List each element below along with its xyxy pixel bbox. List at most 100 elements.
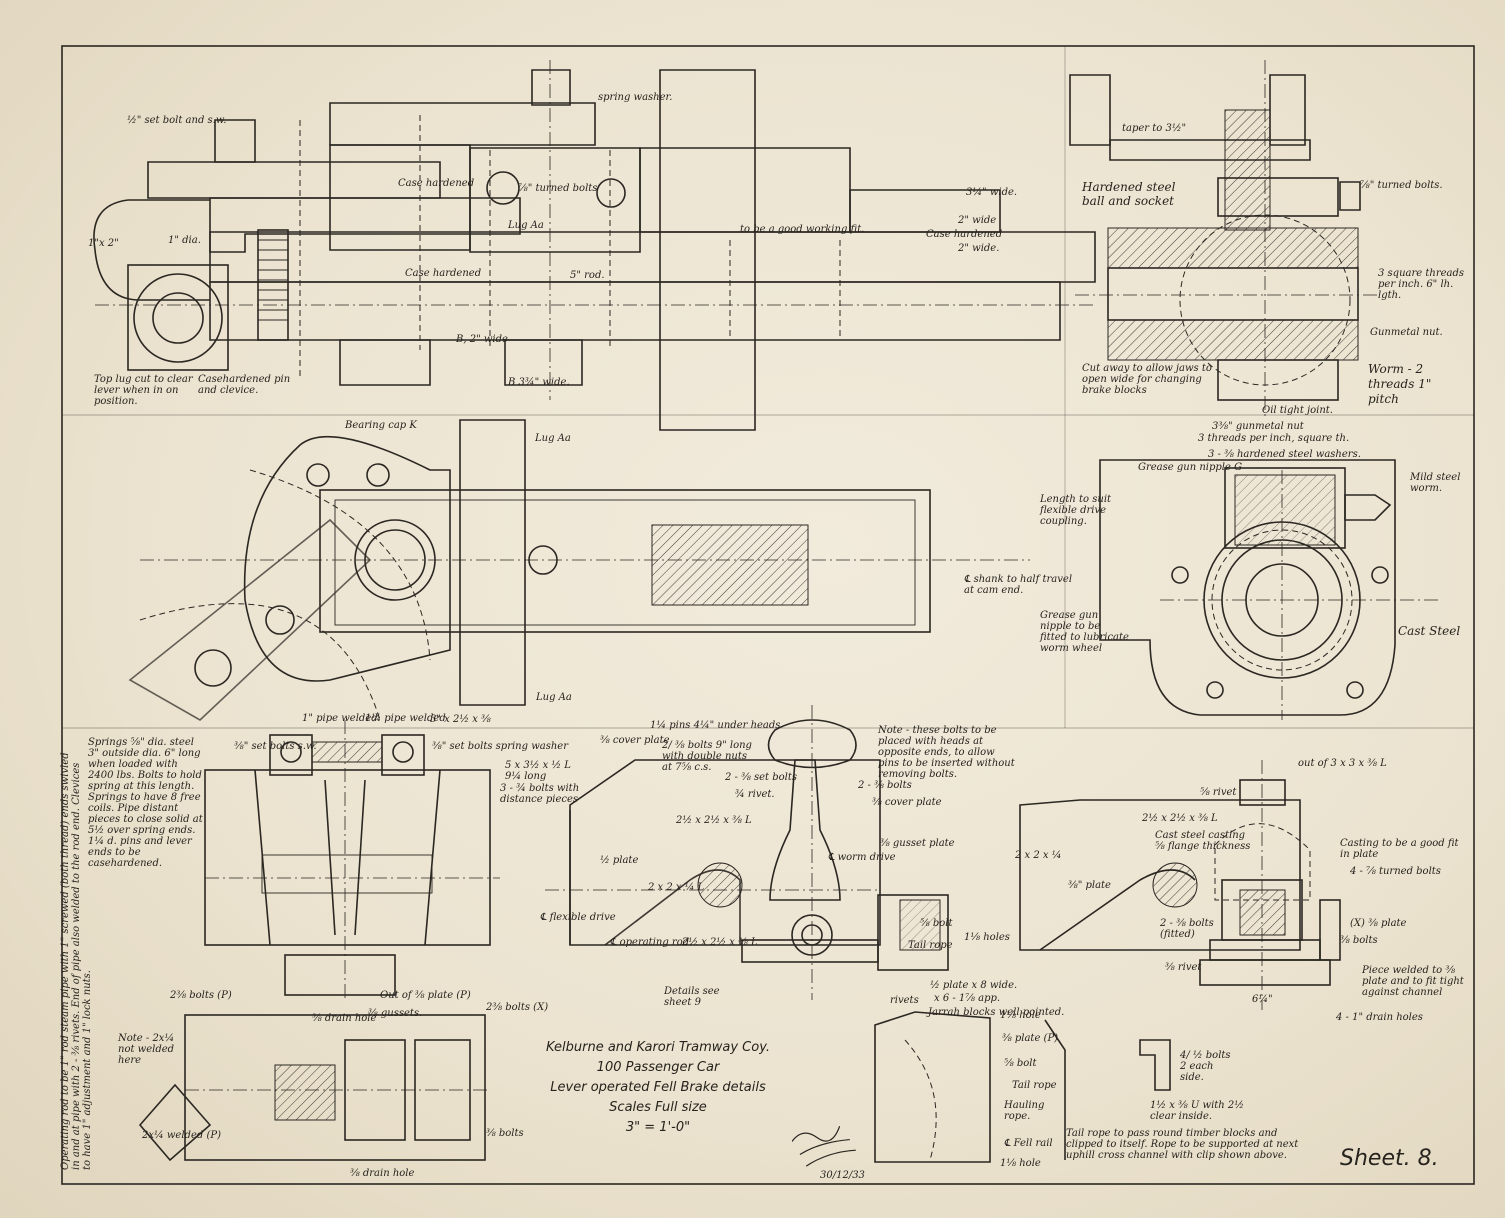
drain-hole-2-label: ⅜ drain hole [350, 1168, 415, 1179]
bolts-fitted-label: 2 - ⅜ bolts (fitted) [1160, 918, 1214, 940]
hole-2-label: 1⅛ hole [1000, 1158, 1041, 1169]
tail-rope-detail [874, 1011, 1171, 1163]
sheet-border [61, 45, 1475, 1185]
b-2-wide-label: B, 2" wide [456, 334, 508, 345]
gusset-plate-label: ⅜ gusset plate [880, 838, 955, 849]
angle-4-label: 2½ x 2½ x ⅜ L [682, 937, 758, 948]
oil-tight-label: Oil tight joint. [1262, 405, 1333, 416]
sheet-number: Sheet. 8. [1340, 1146, 1439, 1171]
bolts-x-label: 2⅜ bolts (X) [486, 1002, 549, 1013]
taper-label: taper to 3½" [1122, 123, 1187, 134]
threads-square-label: 3 threads per inch, square th. [1198, 433, 1350, 444]
tail-rope-bolt-label: ⅝ bolt [920, 918, 953, 929]
dim-64-label: 6¼" [1252, 994, 1273, 1005]
wide-2b-label: 2" wide. [958, 243, 1000, 254]
signature-date: 30/12/33 [820, 1170, 865, 1181]
bolts-34b-label: 2 - ⅜ bolts [858, 780, 912, 791]
out-of-plate-label: Out of ⅜ plate (P) [380, 990, 471, 1001]
casting-bracket-view [1019, 760, 1341, 1010]
hauling-rope-label: Hauling rope. [1004, 1100, 1045, 1122]
dia-1-label: 1" dia. [168, 235, 201, 246]
gunmetal-nut-2-label: 3⅜" gunmetal nut [1212, 421, 1304, 432]
plate-half-label: ½ plate [600, 855, 639, 866]
set-bolts-spring-label: ⅜" set bolts spring washer [432, 741, 568, 752]
welded-p-label: 2x¼ welded (P) [142, 1130, 221, 1141]
worm-drive-label: ℄ worm drive [828, 852, 896, 863]
working-fit-label: to be a good working fit. [740, 224, 865, 235]
lug-aa-label: Lug Aa [508, 220, 544, 231]
tail-rope-label: Tail rope [908, 940, 953, 951]
angle-2-label: 2½ x 2½ x ⅜ L [676, 815, 752, 826]
bolts-long-label: 2/ ⅜ bolts 9" long with double nuts at 7… [662, 740, 752, 773]
bolt-b-label: ⅝ bolt [1004, 1058, 1037, 1069]
spring-washer-label: spring washer. [598, 92, 673, 103]
worm-housing-view [1099, 459, 1440, 720]
top-lug-note: Top lug cut to clear lever when in on po… [94, 374, 193, 407]
turned-bolts-right-label: ⅞" turned bolts. [1360, 180, 1443, 191]
bolts-x3-label: ⅜ bolts [1340, 935, 1378, 946]
fell-rail-label: ℄ Fell rail [1004, 1138, 1053, 1149]
tail-rope-note: Tail rope to pass round timber blocks an… [1066, 1128, 1299, 1161]
set-bolts-sw-label: ⅜" set bolts s.w. [234, 741, 317, 752]
plate-p-label: ⅜ plate (P) [1002, 1033, 1059, 1044]
angle-5-label: 2½ x 2½ x ⅜ L [1142, 813, 1218, 824]
set-bolts-2-label: 2 - ⅜ set bolts [725, 772, 797, 783]
case-hardened-rod-label: Case hardened [405, 268, 482, 279]
grease-fitted-note: Grease gun nipple to be fitted to lubric… [1040, 610, 1129, 654]
square-threads-label: 3 square threads per inch. 6" lh. lgth. [1378, 268, 1465, 301]
title-company: Kelburne and Karori Tramway Coy. [545, 1040, 771, 1055]
lug-aa-3-label: Lug Aa [536, 692, 572, 703]
spring-assembly-view [138, 720, 500, 1162]
hole-1-label: 1⅛ hole [1000, 1010, 1041, 1021]
case-hardened-label: Case hardened [398, 178, 475, 189]
piece-welded-label: Piece welded to ⅜ plate and to fit tight… [1362, 965, 1464, 998]
cover-plate-2-label: ⅜ cover plate [872, 797, 942, 808]
gunmetal-nut-label: Gunmetal nut. [1370, 327, 1443, 338]
operating-rod-note: Operating rod to be 1" rod steam pipe wi… [60, 752, 93, 1170]
title-block: Kelburne and Karori Tramway Coy. 100 Pas… [538, 1038, 778, 1138]
mild-steel-worm-label: Mild steel worm. [1410, 472, 1461, 494]
bolts-distance-label: 3 - ¾ bolts with distance pieces [500, 783, 580, 805]
angle-6-label: 2 x 2 x ¼ [1015, 850, 1062, 861]
b-wide-label: B 3¾" wide. [508, 377, 570, 388]
cast-steel-casting-label: Cast steel casting ⅝ flange thickness [1155, 830, 1251, 852]
gussets-label: ⅜ gussets. [368, 1008, 423, 1019]
lug-aa-2-label: Lug Aa [535, 433, 571, 444]
operating-rod-label: ℄ operating rod. [610, 937, 693, 948]
note-welded-label: Note - 2x¼ not welded here [118, 1033, 175, 1066]
worm-threads-label: Worm - 2 threads 1" pitch [1368, 362, 1432, 406]
title-scales: Scales Full size [609, 1100, 707, 1115]
case-hardened-2-label: Case hardened [926, 229, 1003, 240]
hardened-washers-label: 3 - ⅜ hardened steel washers. [1208, 449, 1361, 460]
rivet-34-label: ¾ rivet. [735, 789, 775, 800]
pins-under-heads-label: 1¼ pins 4¼" under heads [650, 720, 781, 731]
hardened-ball-label: Hardened steel ball and socket [1082, 180, 1176, 208]
holes-label: 1⅛ holes [964, 932, 1010, 943]
plate-wide-label: ½ plate x 8 wide. [930, 980, 1018, 991]
plate-34-label: ⅜" plate [1068, 880, 1111, 891]
drain-hole-label: ⅜ drain hole [312, 1013, 377, 1024]
lever-elevation-view [93, 60, 1096, 431]
turned-bolts-4-label: 4 - ⅞ turned bolts [1350, 866, 1441, 877]
casting-fit-label: Casting to be a good fit in plate [1340, 838, 1459, 860]
plate-app-label: x 6 - 1⅞ app. [934, 993, 1001, 1004]
grease-nipple-label: Grease gun nipple G [1138, 462, 1243, 473]
wide-34-label: 3¼" wide. [966, 187, 1018, 198]
drain-holes-4-label: 4 - 1" drain holes [1336, 1012, 1423, 1023]
shank-note: ℄ shank to half travel at cam end. [964, 574, 1073, 596]
rivet-top-label: ⅝ rivet [1200, 787, 1237, 798]
tail-rope-2-label: Tail rope [1012, 1080, 1057, 1091]
engineer-signature [792, 1126, 856, 1167]
title-scale-alt: 3" = 1'-0" [625, 1120, 691, 1135]
turned-bolts-top-label: ⅞" turned bolts [518, 183, 598, 194]
rivets-label: rivets [890, 995, 919, 1006]
worm-section-view [1069, 60, 1380, 420]
flexible-drive-label: ℄ flexible drive [540, 912, 616, 923]
title-subject: Lever operated Fell Brake details [550, 1080, 766, 1095]
pipe-welded-2-label: 1¼ pipe welded [365, 713, 446, 724]
bolts-x2-label: 2⅜ bolts (P) [170, 990, 232, 1001]
cast-steel-label: Cast Steel [1398, 624, 1461, 638]
details-see-label: Details see sheet 9 [664, 986, 720, 1008]
